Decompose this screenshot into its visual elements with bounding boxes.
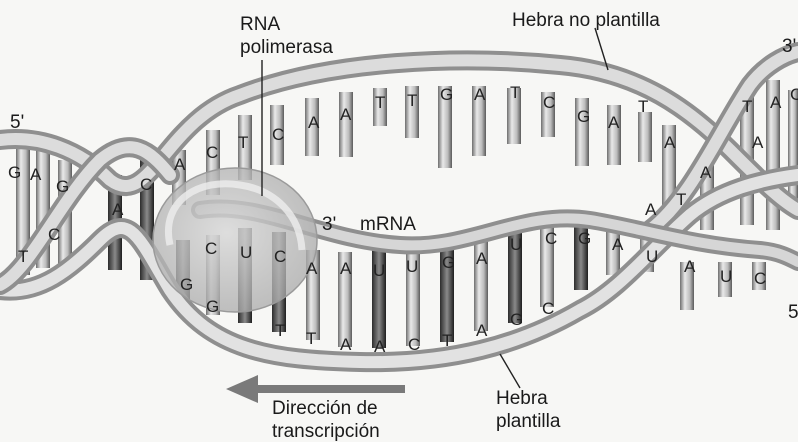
base-letter: U — [510, 235, 522, 254]
base-letter: A — [112, 200, 124, 219]
base-letter: A — [340, 105, 352, 124]
base-letter: C — [790, 85, 798, 104]
base-letter: G — [442, 253, 455, 272]
direction-label-line2: transcripción — [272, 421, 380, 442]
direction-label-line1: Dirección de — [272, 398, 378, 419]
base-letter: T — [18, 247, 28, 266]
base-letter: A — [645, 200, 657, 219]
rna-polymerase-blob — [153, 168, 317, 312]
base-letter: T — [510, 83, 520, 102]
base-letter: T — [407, 91, 417, 110]
base-letter: T — [275, 321, 285, 340]
template-leader — [500, 354, 520, 388]
rung — [788, 90, 798, 210]
base-letter: U — [240, 243, 252, 262]
base-letter: A — [608, 113, 620, 132]
base-letter: A — [684, 257, 696, 276]
base-letter: C — [543, 93, 555, 112]
rna-polymerase-label-line2: polimerasa — [240, 37, 333, 58]
base-letter: A — [770, 93, 782, 112]
right-5prime-label: 5 — [788, 302, 798, 323]
base-letter: C — [754, 269, 766, 288]
rna-polymerase-label-line1: RNA — [240, 14, 280, 35]
base-letter: G — [577, 107, 590, 126]
base-letter: T — [238, 133, 248, 152]
base-letter: C — [274, 247, 286, 266]
base-letter: A — [374, 337, 386, 356]
base-letter: A — [752, 133, 764, 152]
base-letter: A — [340, 335, 352, 354]
base-letter: G — [578, 229, 591, 248]
right-3prime-label: 3' — [782, 36, 796, 57]
base-letter: A — [340, 259, 352, 278]
rung — [638, 112, 652, 162]
base-letter: C — [48, 225, 60, 244]
left-5prime-label: 5' — [10, 112, 24, 133]
arrow-head — [226, 375, 258, 403]
base-letter: A — [174, 155, 186, 174]
base-letter: G — [8, 163, 21, 182]
base-letter: U — [406, 257, 418, 276]
base-letter: U — [720, 267, 732, 286]
base-letter: C — [545, 229, 557, 248]
template-strand-label-line1: Hebra — [496, 388, 548, 409]
rung — [339, 92, 353, 157]
base-letter: A — [306, 259, 318, 278]
base-letter: C — [205, 239, 217, 258]
base-letter: G — [206, 297, 219, 316]
mrna-3prime-label: 3' — [322, 214, 336, 235]
base-letter: A — [476, 249, 488, 268]
base-letter: C — [542, 299, 554, 318]
base-letter: G — [440, 85, 453, 104]
arrow-shaft — [255, 385, 405, 393]
base-letter: T — [742, 97, 752, 116]
nontemplate-strand-label: Hebra no plantilla — [512, 10, 660, 31]
mrna-label: mRNA — [360, 214, 416, 235]
base-letter: A — [474, 85, 486, 104]
base-letter: C — [206, 143, 218, 162]
base-letter: A — [700, 163, 712, 182]
base-letter: T — [442, 331, 452, 350]
base-letter: C — [140, 175, 152, 194]
base-letter: A — [612, 235, 624, 254]
base-letter: T — [306, 329, 316, 348]
base-letter: U — [646, 247, 658, 266]
base-letter: T — [676, 190, 686, 209]
base-letter: A — [476, 321, 488, 340]
base-letter: G — [56, 177, 69, 196]
base-letter: G — [510, 310, 523, 329]
base-letter: C — [408, 335, 420, 354]
base-letter: T — [638, 97, 648, 116]
base-letter: T — [375, 93, 385, 112]
template-strand-label-line2: plantilla — [496, 411, 561, 432]
base-letter: A — [308, 113, 320, 132]
base-letter: C — [272, 125, 284, 144]
base-letter: G — [180, 275, 193, 294]
base-letter: A — [30, 165, 42, 184]
base-letter: A — [664, 133, 676, 152]
base-letter: U — [373, 261, 385, 280]
